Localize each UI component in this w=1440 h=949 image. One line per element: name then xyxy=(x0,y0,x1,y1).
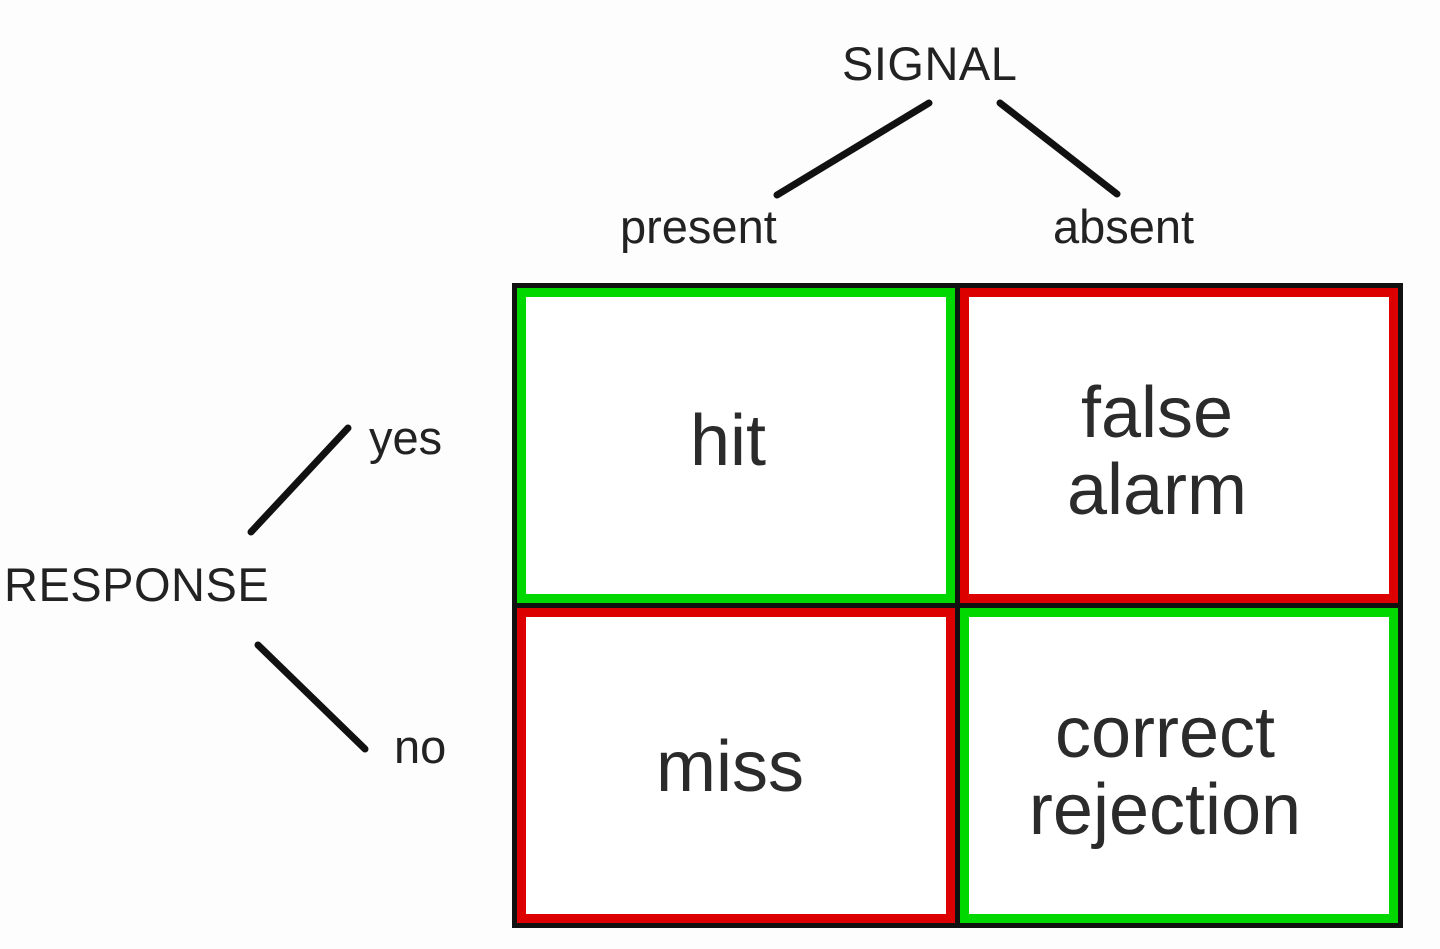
response-to-no-line xyxy=(254,641,369,753)
response-to-yes-line xyxy=(247,424,352,536)
column-label-absent: absent xyxy=(1053,200,1195,253)
matrix-cell-false-alarm: false alarm xyxy=(960,288,1398,603)
row-label-yes: yes xyxy=(369,411,443,464)
outcome-matrix: hit false alarm miss correct rejection xyxy=(512,283,1403,928)
signal-heading: SIGNAL xyxy=(842,37,1018,90)
signal-to-present-line xyxy=(773,99,933,199)
cell-label-false-alarm: false alarm xyxy=(1066,373,1248,530)
cell-label-miss: miss xyxy=(656,727,804,808)
response-heading: RESPONSE xyxy=(4,558,270,611)
matrix-cell-miss: miss xyxy=(517,608,955,923)
cell-label-correct-rejection: correct rejection xyxy=(1028,693,1302,850)
matrix-cell-hit: hit xyxy=(517,288,955,603)
row-label-no: no xyxy=(394,720,447,773)
signal-to-absent-line xyxy=(996,99,1121,198)
matrix-cell-correct-rejection: correct rejection xyxy=(960,608,1398,923)
column-label-present: present xyxy=(620,200,777,253)
cell-label-hit: hit xyxy=(689,401,767,482)
